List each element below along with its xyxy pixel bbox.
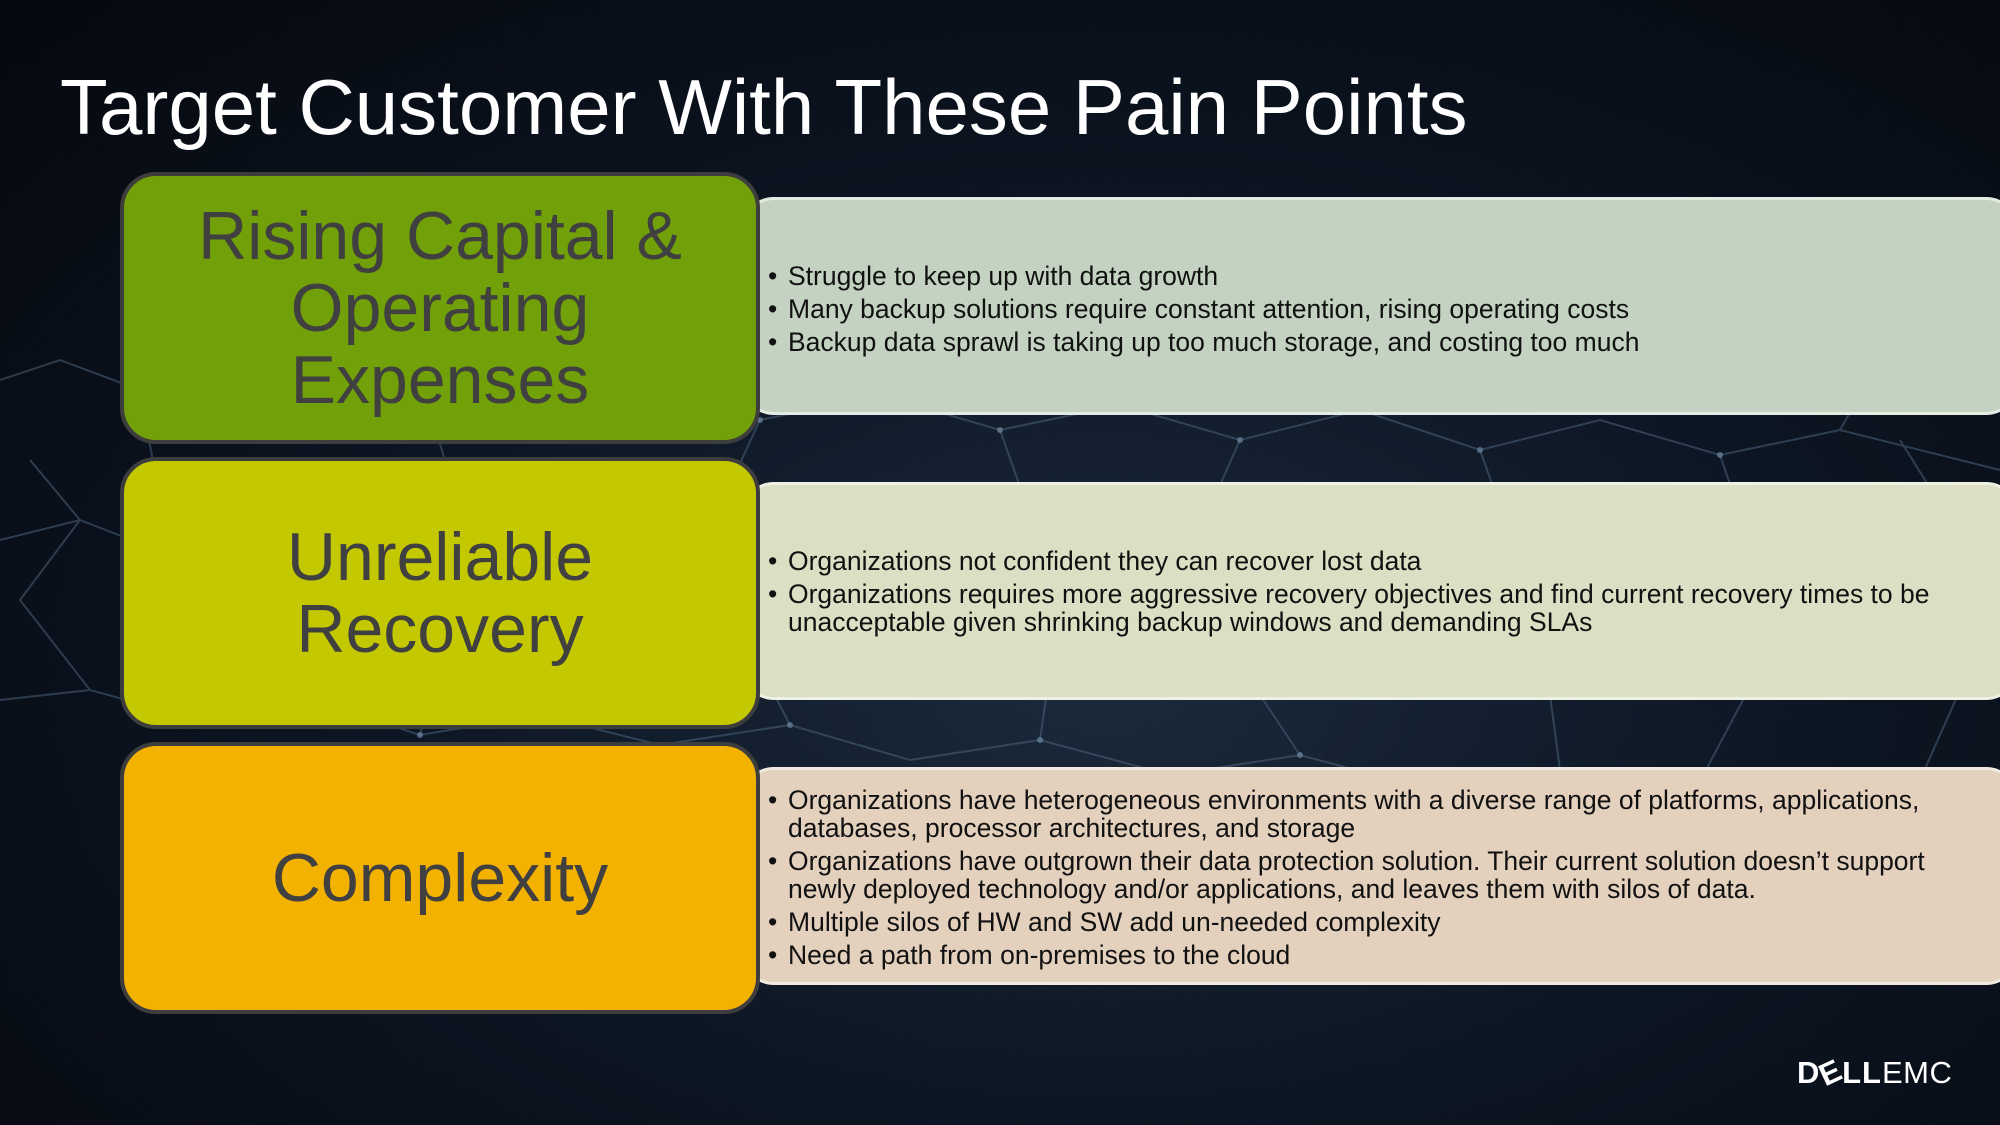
bullet-item: Need a path from on-premises to the clou… bbox=[768, 941, 1995, 969]
pain-point-label-recovery: Unreliable Recovery bbox=[120, 457, 760, 729]
pain-point-label-complexity: Complexity bbox=[120, 742, 760, 1014]
logo-dell-ll: LL bbox=[1842, 1055, 1882, 1090]
bullet-item: Organizations requires more aggressive r… bbox=[768, 580, 1995, 636]
pain-point-label-capital: Rising Capital & Operating Expenses bbox=[120, 172, 760, 444]
label-line: Operating bbox=[290, 270, 590, 346]
bullet-item: Organizations have heterogeneous environ… bbox=[768, 786, 1995, 842]
pain-point-row-complexity: Organizations have heterogeneous environ… bbox=[120, 742, 2000, 1014]
bullet-item: Many backup solutions require constant a… bbox=[768, 295, 1995, 323]
label-line: Expenses bbox=[290, 342, 590, 418]
logo-emc: EMC bbox=[1881, 1055, 1953, 1090]
logo-dell-d: D bbox=[1797, 1055, 1821, 1090]
pain-point-details-recovery: Organizations not confident they can rec… bbox=[740, 482, 2000, 700]
pain-point-details-complexity: Organizations have heterogeneous environ… bbox=[740, 767, 2000, 985]
slide-title: Target Customer With These Pain Points bbox=[60, 63, 1468, 151]
bullet-item: Backup data sprawl is taking up too much… bbox=[768, 328, 1995, 356]
pain-point-row-capital: Struggle to keep up with data growth Man… bbox=[120, 172, 2000, 444]
label-line: Rising Capital & bbox=[198, 198, 682, 274]
label-line: Complexity bbox=[271, 840, 609, 916]
bullet-item: Struggle to keep up with data growth bbox=[768, 262, 1995, 290]
bullet-list: Organizations not confident they can rec… bbox=[768, 547, 1995, 636]
pain-point-row-recovery: Organizations not confident they can rec… bbox=[120, 457, 2000, 729]
pain-point-details-capital: Struggle to keep up with data growth Man… bbox=[740, 197, 2000, 415]
label-line: Recovery bbox=[296, 591, 584, 667]
bullet-item: Multiple silos of HW and SW add un-neede… bbox=[768, 908, 1995, 936]
bullet-list: Struggle to keep up with data growth Man… bbox=[768, 262, 1995, 356]
bullet-list: Organizations have heterogeneous environ… bbox=[768, 786, 1995, 969]
label-line: Unreliable bbox=[286, 519, 594, 595]
bullet-item: Organizations have outgrown their data p… bbox=[768, 847, 1995, 903]
bullet-item: Organizations not confident they can rec… bbox=[768, 547, 1995, 575]
